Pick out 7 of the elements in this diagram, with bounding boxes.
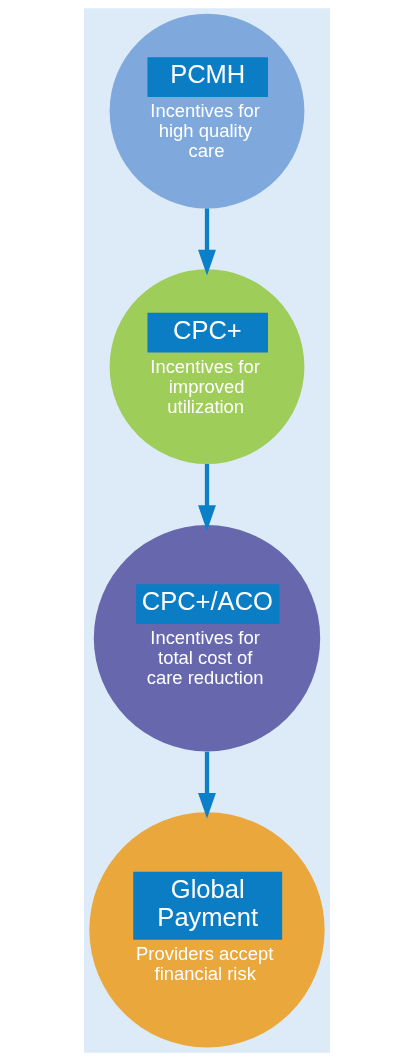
arrow [197, 208, 216, 276]
node-circle: Global Payment Providers accept financial risk [88, 812, 325, 1048]
node-circle: CPC+/ACO Incentives for total cost of care reduction [93, 525, 320, 752]
node-circle: PCMH Incentives for high quality care [109, 13, 304, 209]
arrow [197, 463, 216, 531]
arrow [197, 751, 216, 819]
node-circle: CPC+ Incentives for improved utilization [109, 269, 304, 465]
